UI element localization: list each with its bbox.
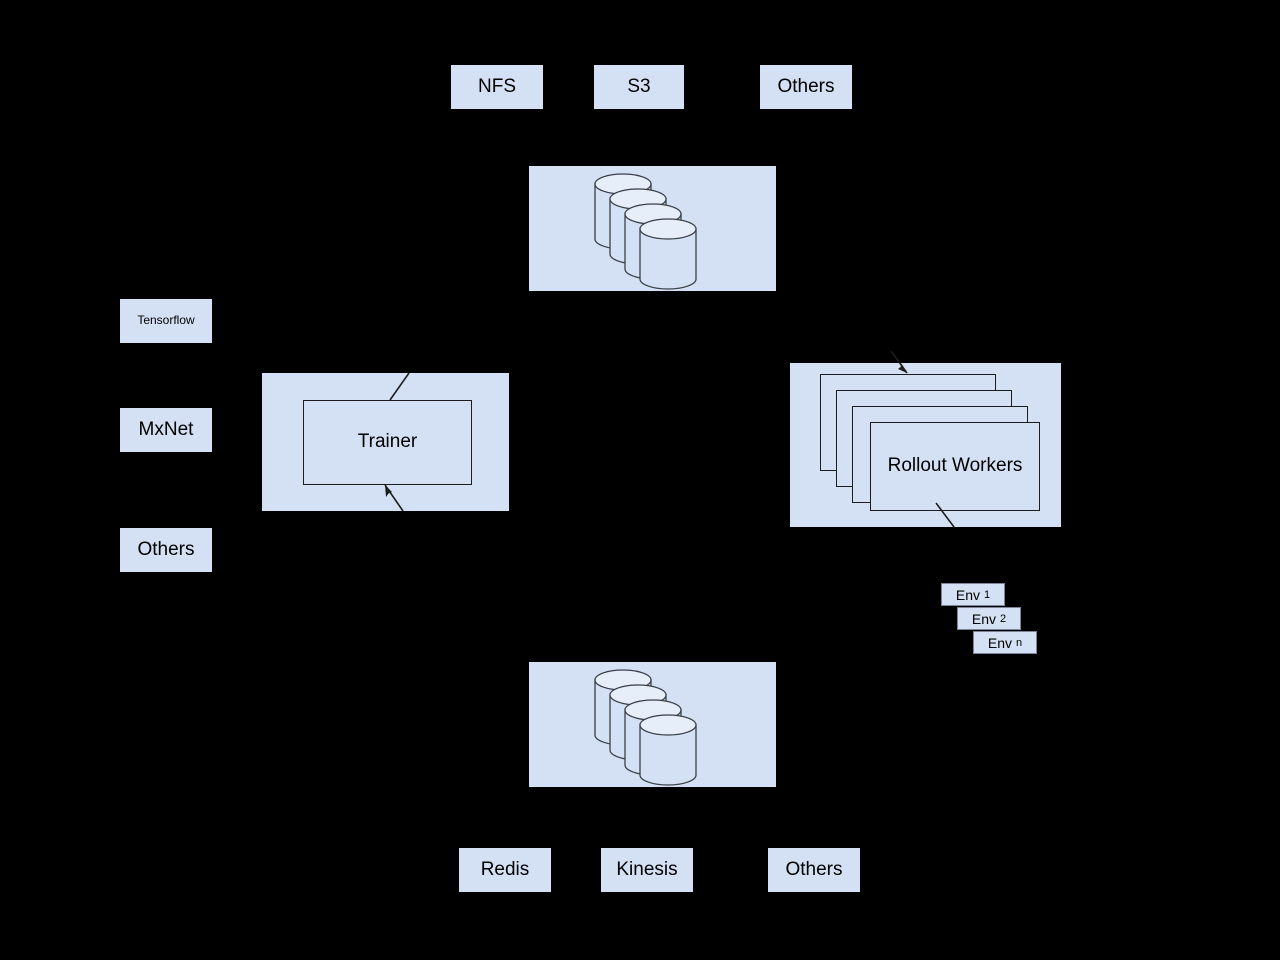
storage-box-others[interactable]: Others (760, 65, 852, 109)
storage-box-nfs[interactable]: NFS (451, 65, 543, 109)
env-box-n[interactable]: Env n (973, 631, 1037, 654)
queue-box-redis-label: Redis (480, 858, 530, 880)
framework-box-others[interactable]: Others (120, 528, 212, 572)
rollout-workers-box[interactable]: Rollout Workers (870, 422, 1040, 511)
env-box-2-name: Env (971, 610, 996, 627)
framework-box-tensorflow[interactable]: Tensorflow (120, 299, 212, 343)
framework-box-others-label: Others (137, 538, 195, 560)
framework-box-mxnet-label: MxNet (138, 418, 194, 440)
trainer-outgoing-line (389, 372, 410, 401)
storage-box-others-label: Others (777, 75, 835, 97)
datastore-top-cylinders (594, 173, 697, 290)
trainer-box[interactable]: Trainer (303, 400, 472, 485)
queue-box-others-label: Others (785, 858, 843, 880)
rollout-incoming-arrowhead (898, 363, 907, 373)
storage-box-s3-label: S3 (627, 75, 651, 97)
rollout-incoming-line (890, 350, 908, 374)
env-box-n-name: Env (987, 634, 1012, 651)
framework-box-tensorflow-label: Tensorflow (137, 313, 195, 328)
trainer-incoming-arrowhead (385, 485, 392, 497)
env-box-1-name: Env (955, 586, 980, 603)
rollout-workers-label: Rollout Workers (887, 455, 1023, 477)
datastore-bottom-cylinders (594, 669, 697, 786)
trainer-panel: Trainer (262, 372, 509, 512)
env-box-1-index: 1 (984, 588, 991, 601)
trainer-incoming-line (384, 484, 404, 512)
env-box-2-index: 2 (1000, 612, 1007, 625)
queue-box-others[interactable]: Others (768, 848, 860, 892)
queue-box-redis[interactable]: Redis (459, 848, 551, 892)
env-box-n-index: n (1016, 636, 1023, 649)
queue-box-kinesis[interactable]: Kinesis (601, 848, 693, 892)
storage-box-nfs-label: NFS (478, 75, 516, 97)
env-box-1[interactable]: Env 1 (941, 583, 1005, 606)
queue-box-kinesis-label: Kinesis (616, 858, 678, 880)
storage-box-s3[interactable]: S3 (594, 65, 684, 109)
framework-box-mxnet[interactable]: MxNet (120, 408, 212, 452)
trainer-box-label: Trainer (357, 431, 418, 453)
datastore-panel-top (529, 166, 776, 291)
rollout-panel: Rollout Workers (790, 350, 1061, 528)
datastore-panel-bottom (529, 662, 776, 787)
env-box-2[interactable]: Env 2 (957, 607, 1021, 630)
